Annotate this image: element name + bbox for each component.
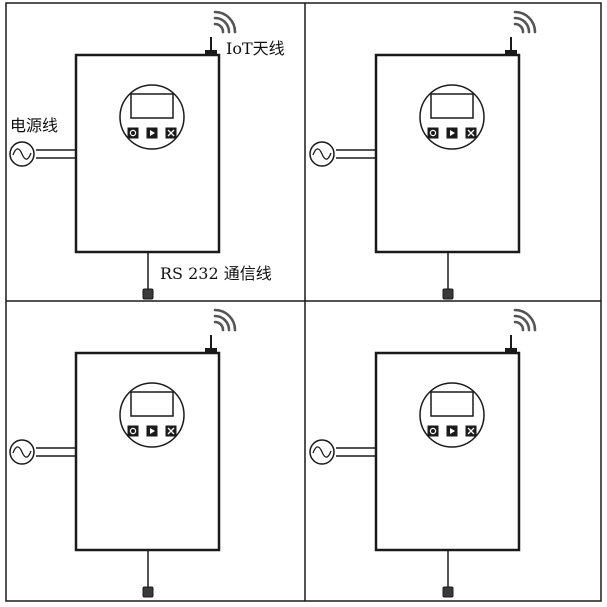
lcd-screen bbox=[130, 391, 174, 417]
wifi-arc bbox=[213, 10, 237, 34]
serial-connector-icon bbox=[442, 288, 454, 300]
wifi-arc bbox=[213, 314, 231, 332]
lcd-screen bbox=[130, 93, 174, 119]
play-icon bbox=[150, 130, 155, 136]
power-button bbox=[127, 127, 139, 139]
play-icon bbox=[150, 428, 155, 434]
serial-connector-icon bbox=[142, 586, 154, 598]
device-enclosure bbox=[374, 53, 521, 254]
antenna-label: IoT天线 bbox=[226, 39, 285, 58]
outer-frame bbox=[5, 2, 602, 602]
device-enclosure bbox=[74, 53, 221, 254]
power-button bbox=[427, 127, 439, 139]
panel-top-right bbox=[309, 10, 537, 300]
power-icon bbox=[129, 427, 137, 435]
wifi-signal-icon bbox=[513, 10, 537, 34]
wifi-arc bbox=[513, 308, 537, 332]
wifi-arc bbox=[213, 320, 225, 332]
wifi-arc bbox=[513, 16, 531, 34]
stop-icon bbox=[167, 129, 175, 137]
wifi-arc bbox=[513, 314, 531, 332]
play-icon bbox=[450, 428, 455, 434]
power-icon bbox=[429, 427, 437, 435]
stop-icon bbox=[467, 129, 475, 137]
antenna-base bbox=[205, 50, 217, 55]
lcd-screen bbox=[430, 391, 474, 417]
serial-connector-icon bbox=[142, 288, 154, 300]
sine-wave-icon bbox=[312, 446, 332, 458]
antenna-base bbox=[505, 348, 517, 353]
antenna-base bbox=[505, 50, 517, 55]
device-enclosure bbox=[74, 351, 221, 552]
serial-connector-icon bbox=[442, 586, 454, 598]
power-icon bbox=[129, 129, 137, 137]
power-cable-label: 电源线 bbox=[10, 116, 58, 135]
stop-icon bbox=[167, 427, 175, 435]
power-button bbox=[427, 425, 439, 437]
device-enclosure bbox=[374, 351, 521, 552]
sine-wave-icon bbox=[312, 148, 332, 160]
power-button bbox=[127, 425, 139, 437]
wifi-signal-icon bbox=[513, 308, 537, 332]
wifi-arc bbox=[213, 22, 225, 34]
power-icon bbox=[429, 129, 437, 137]
wifi-arc bbox=[213, 16, 231, 34]
panel-bottom-right bbox=[309, 308, 537, 598]
panel-top-left bbox=[9, 10, 237, 300]
wifi-signal-icon bbox=[213, 308, 237, 332]
wifi-arc bbox=[213, 308, 237, 332]
panel-bottom-left bbox=[9, 308, 237, 598]
play-icon bbox=[450, 130, 455, 136]
wifi-arc bbox=[513, 320, 525, 332]
sine-wave-icon bbox=[12, 148, 32, 160]
wifi-signal-icon bbox=[213, 10, 237, 34]
lcd-screen bbox=[430, 93, 474, 119]
wifi-arc bbox=[513, 22, 525, 34]
serial-cable-label: RS 232 通信线 bbox=[160, 264, 272, 283]
antenna-base bbox=[205, 348, 217, 353]
sine-wave-icon bbox=[12, 446, 32, 458]
stop-icon bbox=[467, 427, 475, 435]
wifi-arc bbox=[513, 10, 537, 34]
